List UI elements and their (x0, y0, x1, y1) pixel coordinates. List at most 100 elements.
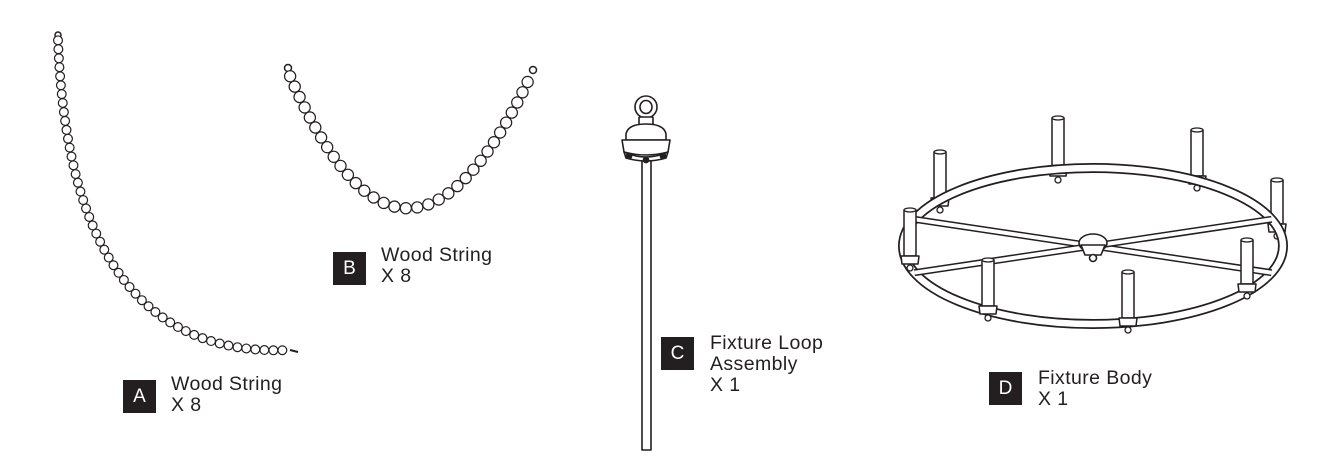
wood-bead (442, 187, 455, 200)
wood-bead (411, 201, 424, 214)
part-d-qty: X 1 (1038, 388, 1069, 410)
wood-bead (172, 322, 183, 333)
wood-bead (327, 150, 340, 164)
wood-bead (75, 186, 86, 197)
wood-string-b-illustration (283, 63, 538, 215)
part-b-text: Wood String X 8 (381, 245, 492, 287)
wood-bead (341, 168, 355, 181)
wood-bead (303, 111, 317, 124)
wood-bead (136, 295, 147, 306)
wood-bead (62, 133, 73, 144)
wood-bead (124, 281, 135, 292)
part-c-name-line2: Assembly (710, 353, 798, 375)
wood-bead (259, 345, 270, 356)
wood-bead (432, 193, 445, 206)
part-c-qty: X 1 (710, 374, 741, 396)
wood-bead (288, 80, 301, 93)
wood-bead (87, 220, 98, 231)
wood-bead (180, 326, 191, 337)
wood-bead (487, 135, 501, 149)
part-a-name: Wood String (171, 373, 283, 395)
wood-bead (55, 71, 66, 82)
wood-bead (143, 301, 154, 312)
wood-bead (214, 338, 225, 349)
string-end-loop (528, 65, 538, 75)
wood-bead (206, 336, 217, 347)
wood-bead (474, 154, 487, 168)
wood-bead (293, 90, 306, 104)
fixture-body-illustration (898, 115, 1288, 334)
wood-bead (334, 159, 347, 173)
wood-bead (309, 121, 322, 134)
fixture-rod (641, 159, 652, 451)
wood-bead (422, 198, 435, 211)
wood-bead (130, 288, 141, 299)
part-d-name: Fixture Body (1038, 367, 1153, 389)
wood-bead (108, 260, 119, 271)
wood-bead (61, 124, 72, 135)
string-end-clasp (289, 349, 299, 353)
wood-bead (493, 126, 507, 139)
part-b-badge: B (333, 252, 366, 285)
wood-bead (103, 252, 114, 263)
wood-bead (72, 177, 83, 188)
wood-bead (505, 106, 519, 119)
wood-bead (54, 62, 65, 73)
wood-bead (60, 115, 71, 126)
wood-bead (349, 176, 362, 190)
wood-bead (511, 96, 524, 109)
wood-bead (99, 244, 110, 255)
fixture-canopy (625, 123, 667, 141)
wood-bead (467, 163, 480, 176)
wood-bead (241, 343, 252, 354)
wood-bead (113, 267, 124, 278)
wood-bead (367, 191, 380, 204)
wood-bead (298, 101, 311, 114)
wood-bead (95, 236, 106, 247)
wood-bead (165, 317, 176, 328)
wood-bead (53, 53, 64, 64)
wood-bead (189, 329, 200, 340)
wood-bead (499, 116, 513, 129)
part-c-name-line1: Fixture Loop (710, 332, 824, 354)
part-a-text: Wood String X 8 (171, 374, 282, 416)
wood-bead (516, 86, 529, 99)
wood-bead (53, 44, 64, 55)
part-b-name: Wood String (381, 244, 493, 266)
part-d-text: Fixture Body X 1 (1038, 368, 1152, 410)
wood-bead (459, 171, 472, 185)
part-c-badge: C (661, 337, 694, 370)
wood-bead (481, 145, 494, 158)
fixture-loop-assembly-illustration (621, 95, 671, 451)
wood-bead (268, 345, 279, 356)
wood-bead (377, 196, 390, 210)
wood-bead (277, 345, 288, 356)
wood-bead (56, 89, 67, 100)
wood-bead (157, 312, 168, 323)
wood-bead (118, 274, 129, 285)
wood-bead (320, 140, 334, 154)
wood-bead (283, 70, 297, 83)
wood-bead (57, 97, 68, 108)
part-a-qty: X 8 (171, 394, 202, 416)
part-b-qty: X 8 (381, 265, 412, 287)
wood-bead (451, 179, 464, 193)
wood-bead (81, 203, 92, 214)
wood-bead (70, 169, 81, 180)
wood-bead (388, 200, 401, 213)
part-a-badge: A (123, 380, 156, 413)
wood-bead (68, 160, 79, 171)
wood-bead (64, 142, 75, 153)
wood-bead (250, 344, 261, 355)
wood-bead (55, 80, 66, 91)
wood-bead (150, 306, 161, 317)
wood-bead (358, 184, 371, 197)
candle-socket (978, 257, 998, 322)
wood-string-a-illustration (53, 31, 299, 356)
wood-bead (84, 211, 95, 222)
candle-socket (900, 207, 920, 272)
wood-bead (521, 75, 534, 89)
wood-bead (399, 202, 413, 215)
wood-bead (91, 228, 102, 239)
